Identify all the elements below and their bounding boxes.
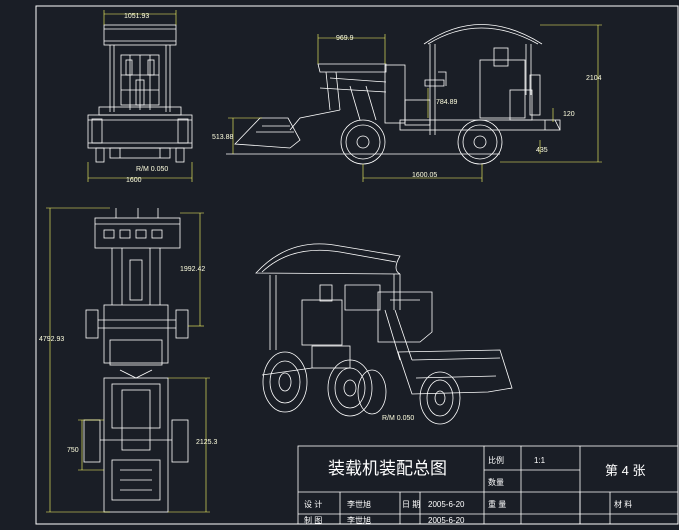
plan-front-left-wheel (85, 309, 99, 339)
side-bucket (234, 117, 301, 149)
isometric-view (255, 243, 513, 425)
title-block-date-label: 日 期 (402, 500, 420, 509)
iso-scale-label: R/M 0.050 (382, 415, 414, 422)
title-block-checker-label: 制 图 (304, 515, 322, 525)
dim-side-seat-height: 784.89 (436, 99, 458, 106)
title-block-designer-name: 李世旭 (347, 499, 371, 509)
plan-bucket (94, 217, 181, 249)
title-block-designer-label: 设 计 (304, 499, 322, 509)
side-rear-wheel (457, 119, 503, 165)
front-scale-label: R/M 0.050 (136, 166, 168, 173)
title-block-quantity-label: 数量 (488, 477, 504, 487)
title-block-date-value: 2005-6-20 (428, 500, 465, 509)
plan-dimensions (46, 207, 210, 513)
iso-front-wheel-2 (419, 371, 461, 425)
title-block-weight-label: 重 量 (488, 499, 506, 509)
dim-side-wheelbase: 1600.05 (412, 172, 437, 179)
iso-loader-frame (377, 291, 433, 343)
front-dimensions (87, 10, 193, 182)
title-block-date-value-2: 2005-6-20 (428, 516, 465, 525)
title-block-scale-label: 比例 (488, 455, 504, 465)
front-view (87, 24, 193, 163)
plan-front-right-wheel (175, 309, 189, 339)
front-roof (103, 24, 177, 46)
title-block-sheet-label: 第 4 张 (605, 463, 645, 478)
plan-view (83, 208, 189, 513)
title-block-scale-value: 1:1 (534, 456, 546, 465)
dim-front-top-width: 1051.93 (124, 13, 149, 20)
plan-rear-right-wheel (171, 419, 189, 463)
side-dimensions (228, 24, 602, 182)
dim-side-top-length: 969.9 (336, 35, 354, 42)
dim-side-rear-120: 120 (563, 111, 575, 118)
title-block-checker-name: 李世旭 (347, 515, 371, 525)
side-canopy (423, 24, 543, 45)
dim-plan-front-length: 1992.42 (180, 266, 205, 273)
iso-canopy (255, 243, 401, 275)
side-view (226, 24, 561, 165)
dim-plan-total-length: 4792.93 (39, 336, 64, 343)
dim-front-bottom-width: 1600 (126, 177, 142, 184)
iso-rear-wheel (262, 351, 308, 413)
title-block-title: 装载机装配总图 (328, 459, 447, 478)
dim-plan-offset-750: 750 (67, 447, 79, 454)
iso-front-wheel-1 (327, 359, 373, 417)
dim-side-total-height: 2104 (586, 75, 602, 82)
iso-bucket (397, 349, 513, 395)
plan-rear-body (103, 377, 169, 513)
title-block-material-label: 材 料 (614, 499, 632, 509)
dim-side-bucket-height: 513.88 (212, 134, 234, 141)
side-boom (317, 63, 387, 73)
dim-plan-rear-length: 2125.3 (196, 439, 218, 446)
dim-side-ground-435: 435 (536, 147, 548, 154)
title-block (297, 445, 679, 525)
